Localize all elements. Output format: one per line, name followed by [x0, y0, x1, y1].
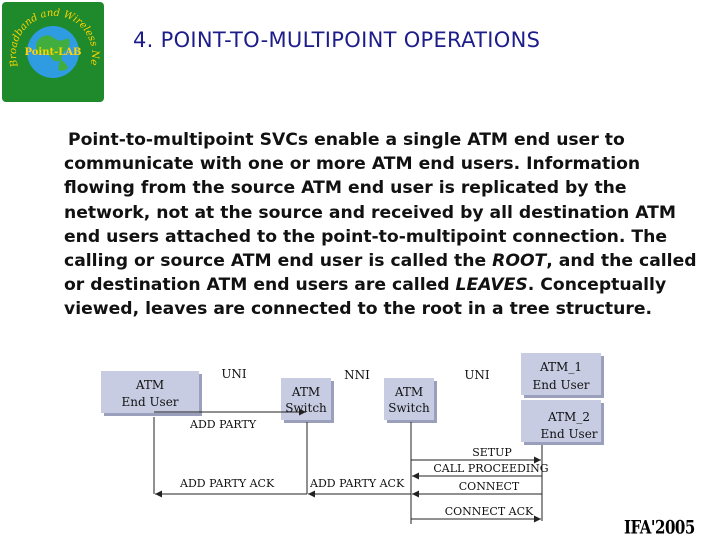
connect-label: CONNECT — [459, 480, 520, 493]
leaves-term: LEAVES — [455, 275, 528, 296]
paragraph-part-3: . Conceptually viewed, leaves are connec… — [64, 275, 667, 320]
add-party-label: ADD PARTY — [189, 418, 257, 431]
add-party-ack-2-label: ADD PARTY ACK — [309, 477, 405, 490]
globe-icon: Broadband and Wireless Networking Labora… — [2, 2, 100, 78]
body-paragraph: Point-to-multipoint SVCs enable a single… — [64, 128, 704, 322]
switch-2-label-2: Switch — [388, 401, 430, 415]
root-term: ROOT — [492, 251, 547, 272]
paragraph-part-1: Point-to-multipoint SVCs enable a single… — [64, 130, 676, 272]
atm-2-label-1: ATM_2 — [547, 410, 590, 424]
atm-switch-1-box: ATM Switch — [281, 378, 334, 423]
atm-2-end-user-box: ATM_2 End User — [521, 400, 604, 445]
atm-1-label-1: ATM_1 — [539, 360, 582, 374]
setup-label: SETUP — [472, 446, 512, 459]
atm-2-label-2: End User — [540, 427, 597, 441]
call-proceeding-label: CALL PROCEEDING — [433, 462, 548, 475]
paragraph-part-2: , and the called or destination ATM end … — [64, 251, 697, 296]
switch-1-label-1: ATM — [291, 385, 320, 399]
lab-logo: Broadband and Wireless Networking Labora… — [2, 2, 104, 102]
logo-center-text: Point-LAB — [24, 47, 81, 58]
end-user-label-2: End User — [121, 395, 178, 409]
atm-1-end-user-box: ATM_1 End User — [521, 353, 604, 398]
add-party-ack-1-label: ADD PARTY ACK — [179, 477, 275, 490]
end-user-label-1: ATM — [135, 378, 164, 392]
slide-title: 4. POINT-TO-MULTIPOINT OPERATIONS — [133, 28, 541, 52]
atm-1-label-2: End User — [532, 378, 589, 392]
connect-ack-label: CONNECT ACK — [445, 505, 534, 518]
uni-left-label: UNI — [221, 367, 247, 381]
switch-2-label-1: ATM — [394, 385, 423, 399]
switch-1-label-2: Switch — [285, 401, 327, 415]
footer-signature: IFA'2005 — [624, 516, 695, 539]
atm-switch-2-box: ATM Switch — [384, 378, 437, 423]
uni-right-label: UNI — [464, 368, 490, 382]
nni-label: NNI — [344, 368, 370, 382]
end-user-box: ATM End User — [101, 371, 202, 416]
